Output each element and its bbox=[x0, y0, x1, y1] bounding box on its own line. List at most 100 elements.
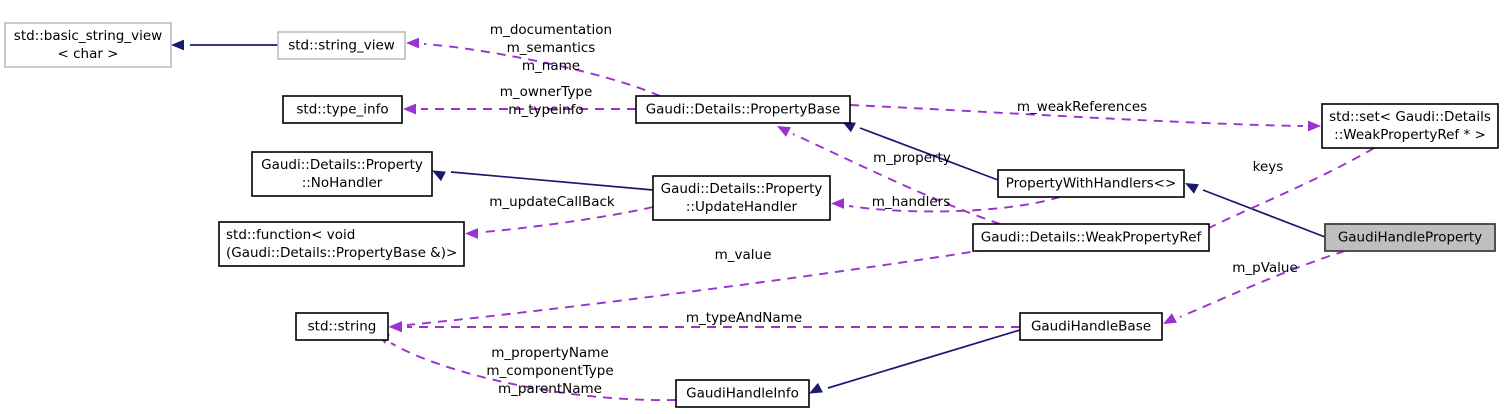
node-label-gaudi_handle_base-line0: GaudiHandleBase bbox=[1031, 319, 1151, 335]
edge-label-text-lbl_handlers-line0: m_handlers bbox=[872, 194, 951, 210]
usage-arrowhead-e_sv_propbase bbox=[406, 37, 419, 49]
nodes-layer: std::basic_string_view< char >std::strin… bbox=[4, 22, 1499, 408]
inheritance-arrowhead-e_basicsv_sv bbox=[171, 39, 184, 51]
edge-label-lbl_typename: m_typeAndName bbox=[686, 310, 802, 326]
node-box-weak_property_ref bbox=[972, 223, 1210, 252]
node-label-basic_string_view-line1: < char > bbox=[57, 46, 118, 62]
usage-edge-e_value_string bbox=[406, 246, 1003, 326]
node-gaudi_handle_base[interactable]: GaudiHandleBase bbox=[1019, 312, 1163, 341]
edge-label-lbl_property: m_property bbox=[873, 150, 951, 166]
node-label-std_function-line1: (Gaudi::Details::PropertyBase &)> bbox=[226, 245, 457, 261]
inheritance-edge-e_nohandler_update bbox=[450, 171, 654, 191]
node-label-gaudi_handle_property-line0: GaudiHandleProperty bbox=[1338, 230, 1482, 246]
usage-arrowhead-e_typeinfo_propbase bbox=[403, 103, 416, 115]
inheritance-edge-e_ghi_ghb bbox=[827, 329, 1021, 389]
edge-label-lbl_keys: keys bbox=[1253, 159, 1284, 175]
node-label-std_set_weak-line1: ::WeakPropertyRef * > bbox=[1334, 127, 1486, 143]
edge-label-lbl_propname: m_propertyName m_componentType m_parentNam… bbox=[486, 345, 613, 397]
node-gaudi_handle_property[interactable]: GaudiHandleProperty bbox=[1324, 223, 1496, 252]
node-box-gaudi_handle_base bbox=[1019, 312, 1163, 341]
edge-label-text-lbl_propname-line1: m_componentType bbox=[486, 363, 613, 379]
edge-label-text-lbl_weakrefs-line0: m_weakReferences bbox=[1017, 99, 1147, 115]
edge-label-lbl_update: m_updateCallBack bbox=[489, 194, 615, 210]
edge-label-lbl_handlers: m_handlers bbox=[872, 194, 951, 210]
node-std_set_weak[interactable]: std::set< Gaudi::Details::WeakPropertyRe… bbox=[1321, 103, 1499, 149]
usage-arrowhead-e_property_weakref bbox=[777, 126, 791, 137]
node-label-property_nohandler-line1: ::NoHandler bbox=[302, 175, 383, 191]
node-property_nohandler[interactable]: Gaudi::Details::Property::NoHandler bbox=[251, 151, 433, 197]
usage-arrowhead-e_update_func bbox=[465, 228, 478, 239]
inheritance-arrowhead-e_nohandler_update bbox=[432, 170, 446, 182]
node-label-std_set_weak-line0: std::set< Gaudi::Details bbox=[1329, 109, 1491, 125]
edge-labels-layer: m_documentation m_semantics m_name m_ownerT… bbox=[486, 22, 1297, 397]
inheritance-edge-e_propbase_pwh bbox=[859, 127, 999, 181]
node-std_string[interactable]: std::string bbox=[295, 312, 389, 341]
inheritance-edge-e_pwh_ghp bbox=[1202, 189, 1326, 238]
edge-label-text-lbl_propname-line2: m_parentName bbox=[498, 381, 602, 397]
node-box-type_info bbox=[282, 95, 403, 124]
node-box-std_string bbox=[295, 312, 389, 341]
inheritance-arrowhead-e_ghi_ghb bbox=[809, 382, 823, 394]
node-box-property_updatehandler bbox=[652, 175, 831, 221]
edge-label-text-lbl_doc-line1: m_semantics bbox=[507, 40, 596, 56]
edge-label-text-lbl_update-line0: m_updateCallBack bbox=[489, 194, 615, 210]
node-label-property_nohandler-line0: Gaudi::Details::Property bbox=[261, 157, 423, 173]
edge-label-lbl_pvalue: m_pValue bbox=[1232, 260, 1298, 276]
node-label-gaudi_handle_info-line0: GaudiHandleInfo bbox=[686, 386, 799, 402]
node-label-weak_property_ref-line0: Gaudi::Details::WeakPropertyRef bbox=[981, 230, 1203, 246]
edge-label-text-lbl_owner-line1: m_typeinfo bbox=[508, 102, 583, 118]
edges-layer bbox=[171, 37, 1375, 401]
edge-label-lbl_owner: m_ownerType m_typeinfo bbox=[500, 84, 593, 118]
node-label-property_with_handlers-line0: PropertyWithHandlers<> bbox=[1006, 176, 1177, 192]
edge-label-text-lbl_doc-line0: m_documentation bbox=[490, 22, 612, 38]
node-box-property_base bbox=[635, 95, 851, 124]
node-std_function[interactable]: std::function< void(Gaudi::Details::Prop… bbox=[218, 221, 465, 267]
usage-arrowhead-e_pvalue_ghb bbox=[1163, 313, 1177, 324]
edge-label-text-lbl_propname-line0: m_propertyName bbox=[491, 345, 609, 361]
node-box-gaudi_handle_property bbox=[1324, 223, 1496, 252]
usage-arrowhead-e_set_propbase bbox=[1308, 120, 1321, 132]
inheritance-arrowhead-e_propbase_pwh bbox=[842, 121, 856, 133]
node-property_with_handlers[interactable]: PropertyWithHandlers<> bbox=[997, 169, 1185, 198]
inheritance-arrowhead-e_pwh_ghp bbox=[1185, 183, 1199, 194]
usage-edge-e_set_propbase bbox=[849, 104, 1304, 127]
node-label-property_updatehandler-line0: Gaudi::Details::Property bbox=[661, 181, 823, 197]
edge-label-text-lbl_typename-line0: m_typeAndName bbox=[686, 310, 802, 326]
node-box-property_nohandler bbox=[251, 151, 433, 197]
node-type_info[interactable]: std::type_info bbox=[282, 95, 403, 124]
edge-label-text-lbl_property-line0: m_property bbox=[873, 150, 951, 166]
node-label-type_info-line0: std::type_info bbox=[296, 102, 388, 118]
edge-label-text-lbl_value-line0: m_value bbox=[715, 247, 772, 263]
node-property_updatehandler[interactable]: Gaudi::Details::Property::UpdateHandler bbox=[652, 175, 831, 221]
node-basic_string_view[interactable]: std::basic_string_view< char > bbox=[4, 22, 172, 68]
node-box-std_set_weak bbox=[1321, 103, 1499, 149]
usage-edge-e_propname_string bbox=[390, 342, 677, 401]
node-label-property_base-line0: Gaudi::Details::PropertyBase bbox=[646, 102, 841, 118]
node-box-std_function bbox=[218, 221, 465, 267]
node-string_view[interactable]: std::string_view bbox=[277, 31, 406, 60]
usage-edge-e_pvalue_ghb bbox=[1179, 250, 1346, 318]
edge-label-lbl_doc: m_documentation m_semantics m_name bbox=[490, 22, 612, 74]
edge-label-text-lbl_doc-line2: m_name bbox=[522, 58, 580, 74]
edge-label-text-lbl_owner-line0: m_ownerType bbox=[500, 84, 593, 100]
node-label-basic_string_view-line0: std::basic_string_view bbox=[14, 28, 162, 44]
usage-arrowhead-e_typename_string bbox=[389, 321, 402, 333]
usage-edge-e_update_func bbox=[482, 206, 654, 233]
node-box-gaudi_handle_info bbox=[675, 379, 810, 408]
node-box-string_view bbox=[277, 31, 406, 60]
edge-label-lbl_weakrefs: m_weakReferences bbox=[1017, 99, 1147, 115]
node-property_base[interactable]: Gaudi::Details::PropertyBase bbox=[635, 95, 851, 124]
node-label-string_view-line0: std::string_view bbox=[288, 38, 395, 54]
edge-label-text-lbl_keys-line0: keys bbox=[1253, 159, 1284, 175]
edge-label-lbl_value: m_value bbox=[715, 247, 772, 263]
node-weak_property_ref[interactable]: Gaudi::Details::WeakPropertyRef bbox=[972, 223, 1210, 252]
node-label-std_string-line0: std::string bbox=[308, 319, 377, 335]
usage-edge-e_property_weakref bbox=[792, 133, 1001, 225]
node-gaudi_handle_info[interactable]: GaudiHandleInfo bbox=[675, 379, 810, 408]
usage-edge-e_set_weakref bbox=[1208, 147, 1375, 229]
usage-edge-e_handlers_pwh bbox=[848, 196, 1061, 213]
node-box-property_with_handlers bbox=[997, 169, 1185, 198]
node-label-property_updatehandler-line1: ::UpdateHandler bbox=[686, 199, 798, 215]
